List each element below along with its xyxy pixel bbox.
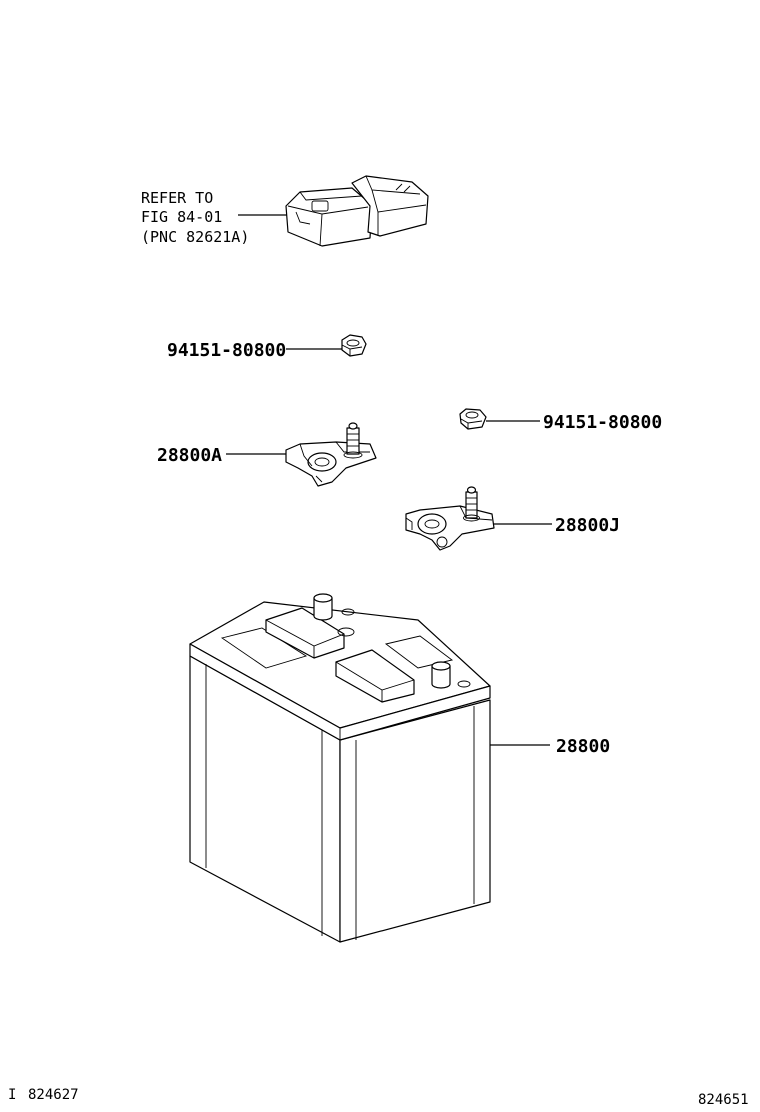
callout-battery: 28800 xyxy=(556,736,610,757)
callout-nut-left: 94151-80800 xyxy=(167,340,286,361)
positive-terminal-clamp-illustration xyxy=(405,486,495,551)
refer-note-line2: FIG 84-01 xyxy=(141,208,222,226)
refer-note-line1: REFER TO xyxy=(141,189,213,207)
nut-right-illustration xyxy=(459,408,487,430)
footer-right-code: 824651 xyxy=(698,1092,749,1108)
nut-left-illustration xyxy=(341,334,367,357)
callout-clamp-negative: 28800A xyxy=(157,445,222,466)
footer-left-code: 824627 xyxy=(28,1087,79,1103)
battery-illustration xyxy=(189,593,491,943)
callout-nut-right: 94151-80800 xyxy=(543,412,662,433)
callout-clamp-positive: 28800J xyxy=(555,515,620,536)
refer-note: REFER TO FIG 84-01 (PNC 82621A) xyxy=(141,189,249,246)
terminal-cover-illustration xyxy=(285,175,429,247)
negative-terminal-clamp-illustration xyxy=(285,422,377,487)
footer-left-marker: I xyxy=(8,1087,16,1103)
refer-note-line3: (PNC 82621A) xyxy=(141,228,249,246)
